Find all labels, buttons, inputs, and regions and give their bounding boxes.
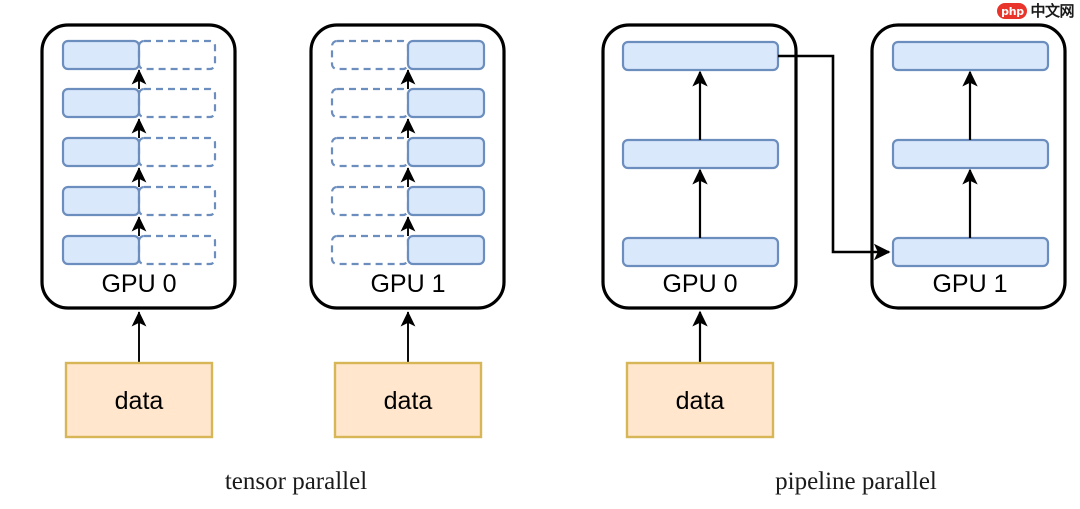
layer-dashed <box>330 185 410 217</box>
tensor-parallel-gpu0-group: GPU 0 data <box>40 23 237 439</box>
layer-dashed <box>330 234 410 266</box>
layer-solid <box>61 87 141 119</box>
layer-solid <box>621 40 780 72</box>
layer-solid <box>406 136 486 168</box>
pipeline-parallel-gpu0-group: GPU 0 data <box>601 23 798 439</box>
layer-dashed <box>137 185 217 217</box>
layer-dashed <box>330 87 410 119</box>
layer-solid <box>61 39 141 71</box>
watermark: php 中文网 <box>997 2 1074 20</box>
pipeline-parallel-gpu1-group: GPU 1 <box>870 23 1067 310</box>
layer-solid <box>406 185 486 217</box>
layer-solid <box>621 236 780 268</box>
data-box <box>333 361 483 439</box>
layer-dashed <box>137 87 217 119</box>
layer-dashed <box>137 136 217 168</box>
layer-solid <box>406 87 486 119</box>
data-box-label: data <box>115 387 164 415</box>
layer-solid <box>891 138 1050 170</box>
layer-solid <box>61 185 141 217</box>
caption-tensor-parallel: tensor parallel <box>225 468 367 495</box>
data-box <box>64 361 214 439</box>
layer-solid <box>61 136 141 168</box>
gpu-label: GPU 1 <box>932 270 1007 298</box>
layer-solid <box>406 39 486 71</box>
layer-solid <box>891 40 1050 72</box>
layer-dashed <box>330 39 410 71</box>
tensor-parallel-gpu1-group: GPU 1 data <box>309 23 506 439</box>
layer-dashed <box>137 39 217 71</box>
watermark-site-text: 中文网 <box>1030 1 1074 20</box>
layer-solid <box>621 138 780 170</box>
data-box-label: data <box>384 387 433 415</box>
gpu-label: GPU 0 <box>662 270 737 298</box>
gpu-label: GPU 0 <box>101 270 176 298</box>
layer-solid <box>406 234 486 266</box>
gpu-label: GPU 1 <box>370 270 445 298</box>
layer-dashed <box>137 234 217 266</box>
data-box-label: data <box>676 387 725 415</box>
php-logo-icon: php <box>997 3 1028 19</box>
pipeline-cross-gpu-connector <box>778 54 891 261</box>
data-box <box>625 361 775 439</box>
layer-solid <box>891 236 1050 268</box>
caption-pipeline-parallel: pipeline parallel <box>775 468 937 495</box>
layer-dashed <box>330 136 410 168</box>
layer-solid <box>61 234 141 266</box>
